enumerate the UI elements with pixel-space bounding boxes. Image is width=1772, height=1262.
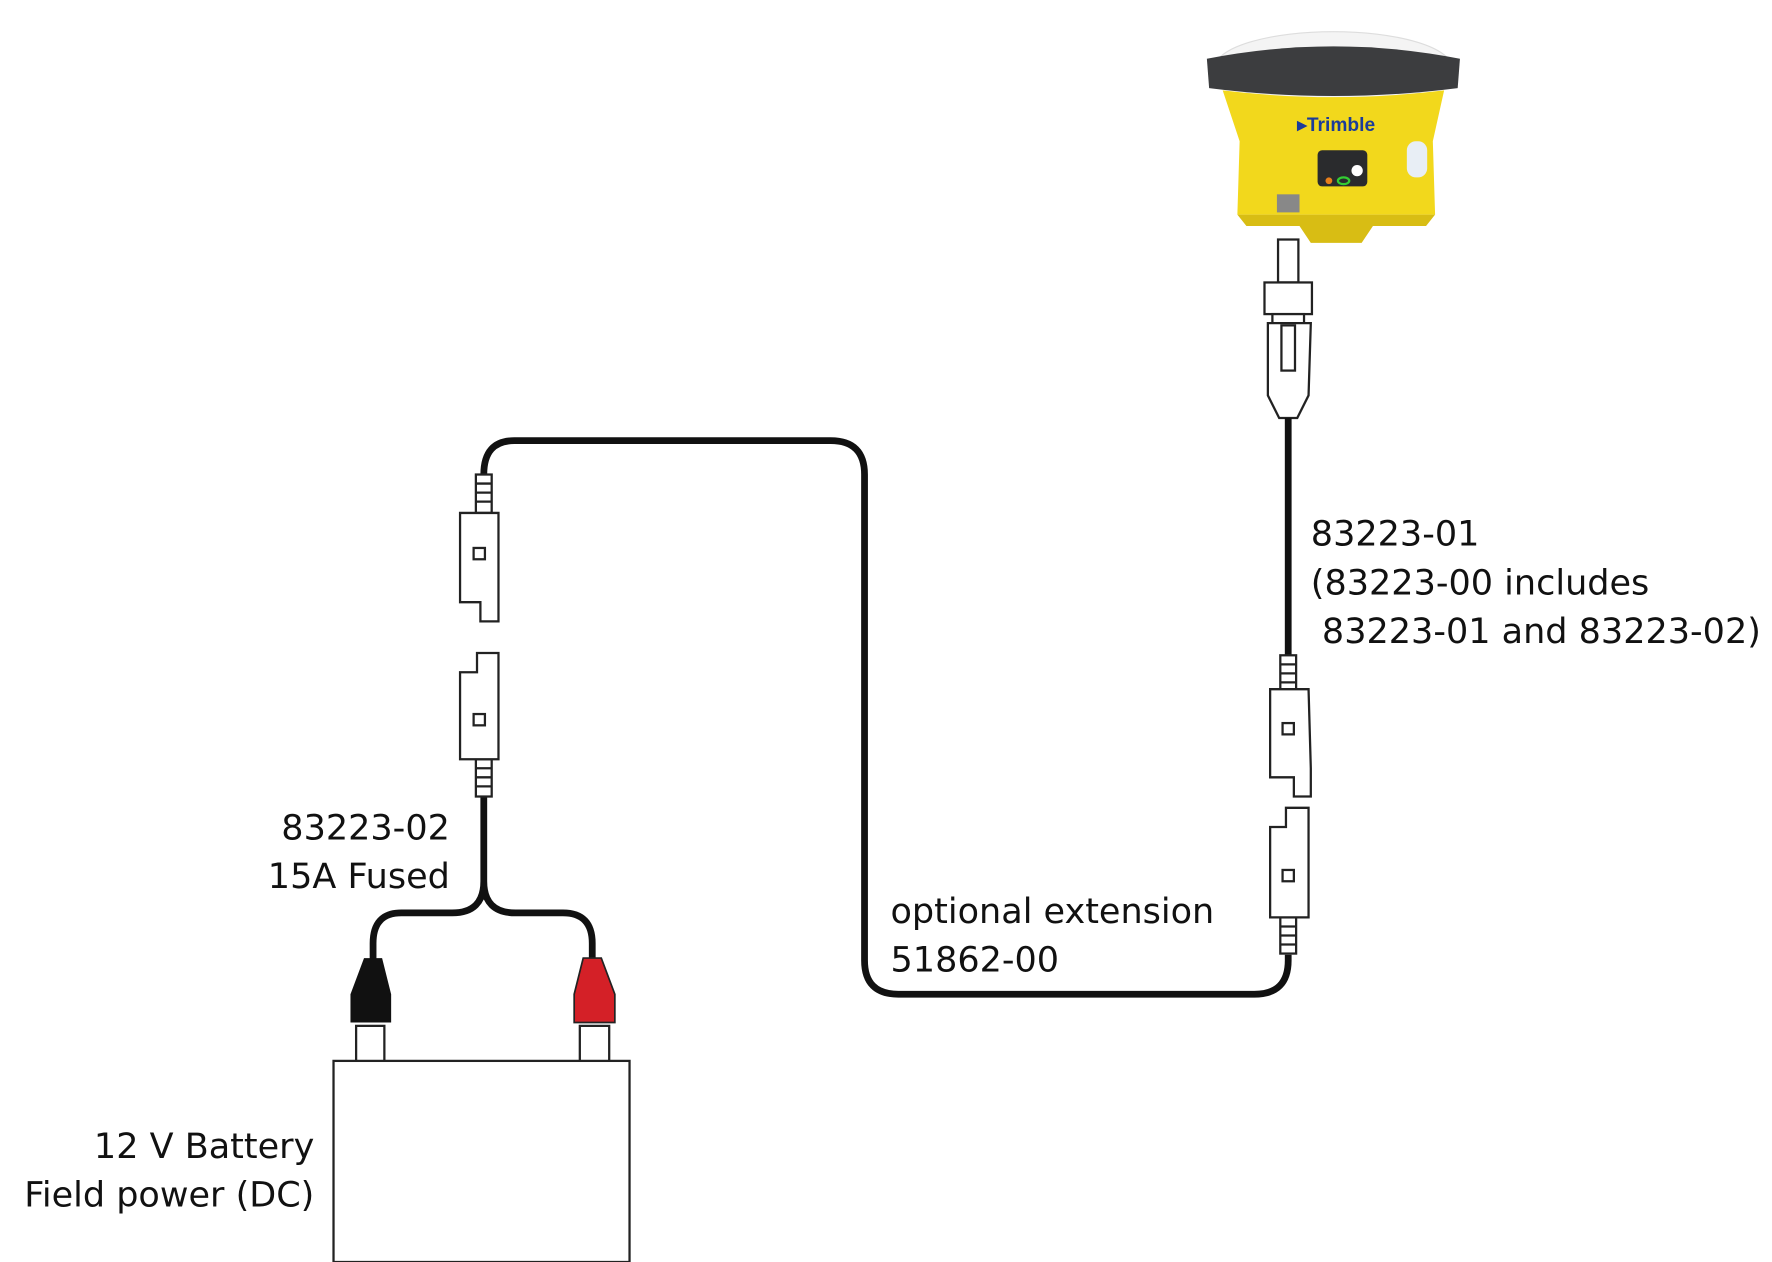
receiver-cable-connector xyxy=(1263,238,1314,420)
label-fused-cable-1: 83223-02 xyxy=(281,807,450,848)
label-battery-1: 12 V Battery xyxy=(94,1126,314,1167)
negative-clamp xyxy=(350,958,392,1023)
cable-extension-51862-00 xyxy=(480,437,1292,998)
status-panel xyxy=(1317,150,1368,187)
positive-clamp xyxy=(573,957,616,1024)
label-extension-1: optional extension xyxy=(891,891,1215,932)
label-receiver-cable-3: 83223-01 and 83223-02) xyxy=(1311,611,1761,652)
trimble-logo: ▸Trimble xyxy=(1296,115,1375,136)
label-extension-2: 51862-00 xyxy=(891,940,1060,981)
label-receiver-cable-1: 83223-01 xyxy=(1311,514,1480,555)
label-fused-cable-2: 15A Fused xyxy=(268,856,450,897)
label-receiver-cable-2: (83223-00 includes xyxy=(1311,562,1649,603)
sae-connectors xyxy=(458,473,1312,955)
gnss-receiver: ▸Trimble xyxy=(1206,31,1460,243)
battery-12v xyxy=(332,1024,631,1262)
label-battery-2: Field power (DC) xyxy=(24,1175,314,1216)
cable-83223-02 xyxy=(369,796,596,961)
